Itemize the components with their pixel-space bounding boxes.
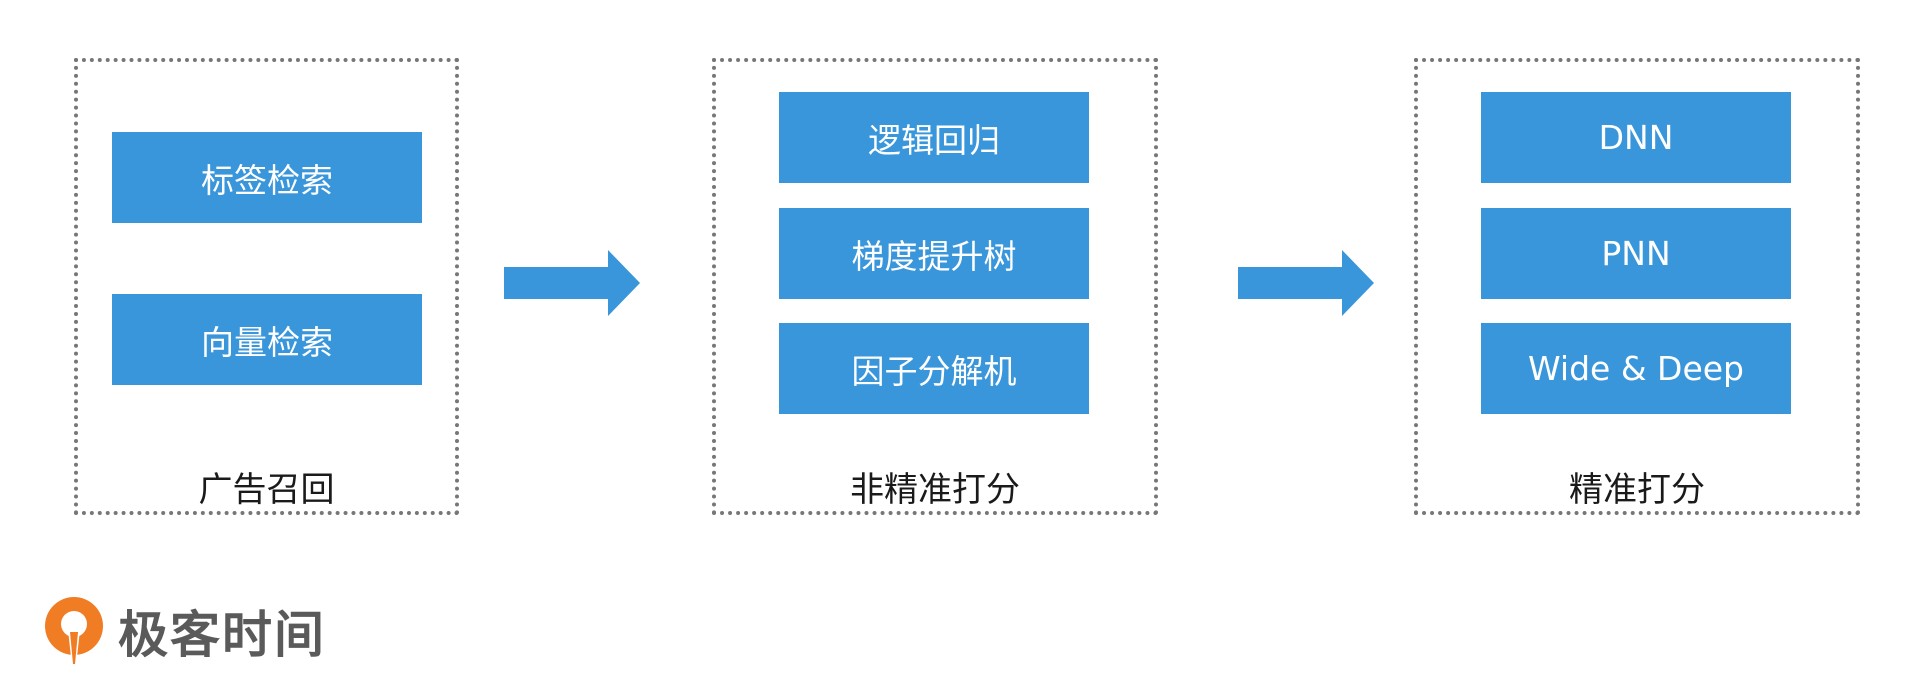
logo-text: 极客时间 <box>118 606 326 664</box>
method-box-tag-retrieval: 标签检索 <box>112 132 422 223</box>
method-box-logistic-regression: 逻辑回归 <box>779 92 1089 183</box>
stage-title-ad-recall: 广告召回 <box>198 470 335 510</box>
geektime-logo-icon <box>45 597 103 666</box>
stage-title-fine-scoring: 精准打分 <box>1569 470 1705 510</box>
method-box-vector-retrieval: 向量检索 <box>112 294 422 385</box>
stage-title-coarse-scoring: 非精准打分 <box>850 470 1020 510</box>
method-box-factorization-machine: 因子分解机 <box>779 323 1089 414</box>
flow-arrow-1-icon <box>504 250 640 316</box>
method-box-dnn: DNN <box>1481 92 1791 183</box>
flow-arrow-2-icon <box>1238 250 1374 316</box>
method-box-wide-and-deep: Wide & Deep <box>1481 323 1791 414</box>
method-box-gbdt: 梯度提升树 <box>779 208 1089 299</box>
stage-coarse-scoring: 逻辑回归 梯度提升树 因子分解机 非精准打分 <box>712 58 1158 515</box>
geektime-logo: 极客时间 <box>42 594 326 668</box>
stage-fine-scoring: DNN PNN Wide & Deep 精准打分 <box>1414 58 1860 515</box>
method-box-pnn: PNN <box>1481 208 1791 299</box>
stage-ad-recall: 标签检索 向量检索 广告召回 <box>74 58 459 515</box>
